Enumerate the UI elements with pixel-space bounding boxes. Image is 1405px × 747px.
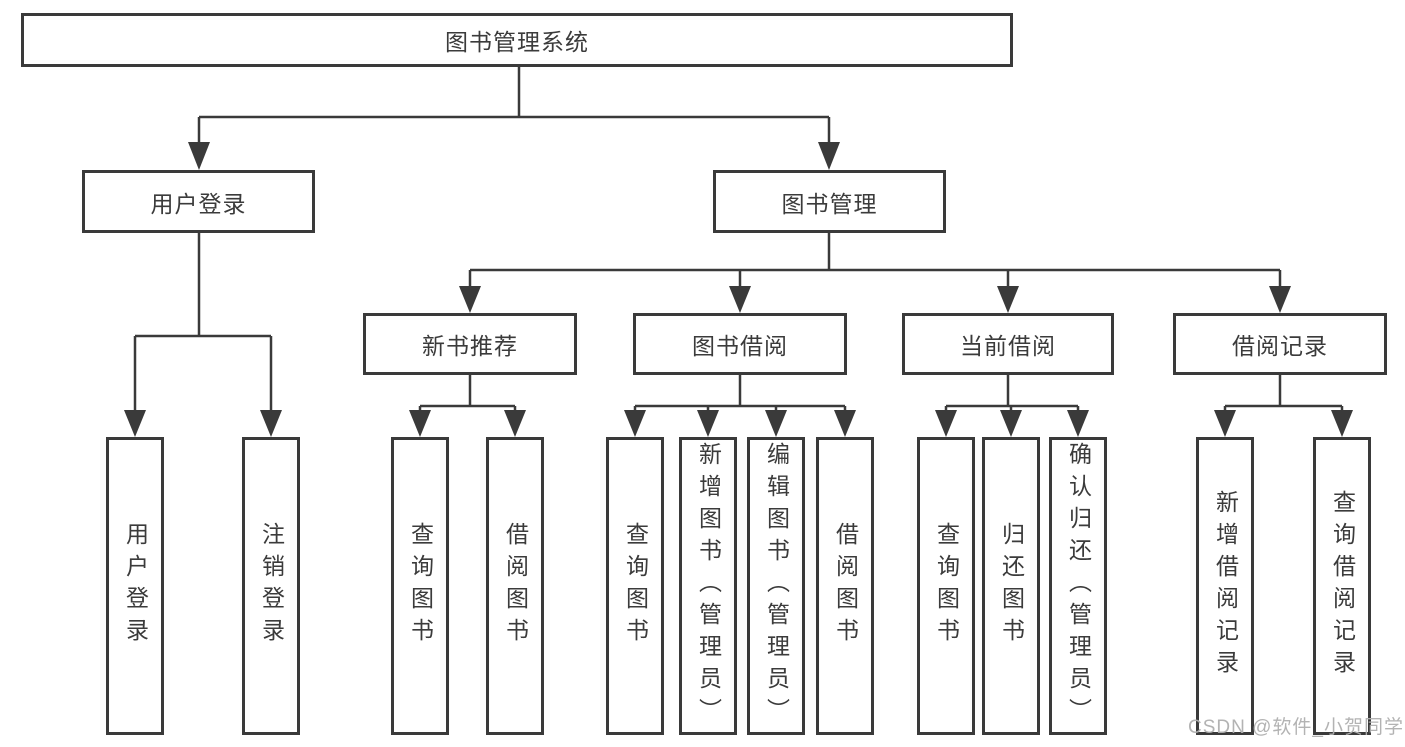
leaf-logout: 注销登录 <box>242 437 300 735</box>
node-library-management-system: 图书管理系统 <box>21 13 1013 67</box>
node-label: 查询图书 <box>622 522 649 650</box>
node-label: 图书管理 <box>781 190 878 217</box>
node-label: 查询图书 <box>407 522 434 650</box>
node-label: 确认归还（管理员） <box>1065 442 1092 730</box>
leaf-confirm-return-admin: 确认归还（管理员） <box>1049 437 1107 735</box>
leaf-borrow-books: 借阅图书 <box>486 437 544 735</box>
node-book-borrow: 图书借阅 <box>633 313 847 375</box>
node-label: 编辑图书（管理员） <box>763 442 790 730</box>
node-current-borrow: 当前借阅 <box>902 313 1114 375</box>
node-label: 借阅图书 <box>832 522 859 650</box>
node-label: 用户登录 <box>150 190 247 217</box>
leaf-query-books: 查询图书 <box>606 437 664 735</box>
node-label: 图书借阅 <box>692 333 788 359</box>
leaf-query-books: 查询图书 <box>391 437 449 735</box>
node-book-management: 图书管理 <box>713 170 946 233</box>
node-label: 查询借阅记录 <box>1329 490 1356 682</box>
node-label: 图书管理系统 <box>445 29 589 55</box>
leaf-borrow-books: 借阅图书 <box>816 437 874 735</box>
leaf-query-books: 查询图书 <box>917 437 975 735</box>
node-label: 借阅图书 <box>502 522 529 650</box>
node-user-login: 用户登录 <box>82 170 315 233</box>
node-new-book-recommend: 新书推荐 <box>363 313 577 375</box>
leaf-return-books: 归还图书 <box>982 437 1040 735</box>
node-borrow-records: 借阅记录 <box>1173 313 1387 375</box>
leaf-add-books-admin: 新增图书（管理员） <box>679 437 737 735</box>
node-label: 用户登录 <box>122 522 149 650</box>
node-label: 当前借阅 <box>960 333 1056 359</box>
leaf-query-borrow-record: 查询借阅记录 <box>1313 437 1371 735</box>
node-label: 查询图书 <box>933 522 960 650</box>
node-label: 新增借阅记录 <box>1212 490 1239 682</box>
node-label: 注销登录 <box>258 522 285 650</box>
node-label: 新书推荐 <box>422 333 518 359</box>
node-label: 归还图书 <box>998 522 1025 650</box>
leaf-edit-books-admin: 编辑图书（管理员） <box>747 437 805 735</box>
leaf-user-login: 用户登录 <box>106 437 164 735</box>
node-label: 借阅记录 <box>1232 333 1328 359</box>
leaf-add-borrow-record: 新增借阅记录 <box>1196 437 1254 735</box>
node-label: 新增图书（管理员） <box>695 442 722 730</box>
